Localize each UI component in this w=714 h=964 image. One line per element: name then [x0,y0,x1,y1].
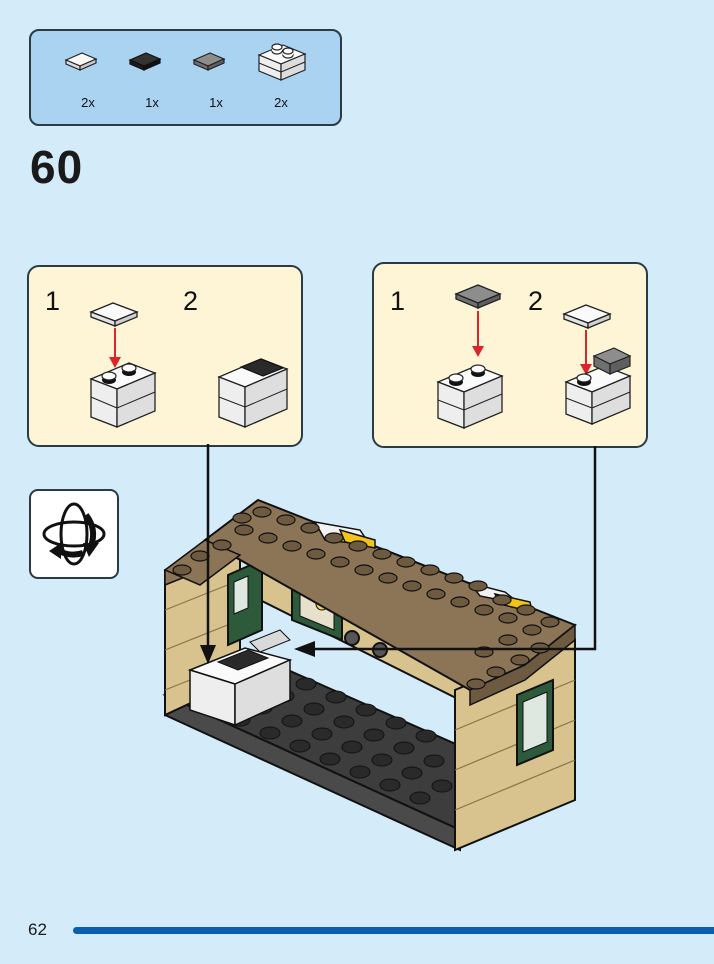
white-brick-assembly-icon [257,43,307,81]
rotate-model-box [29,489,119,579]
rotate-model-icon [42,502,106,566]
window-icon [227,558,263,647]
roof-studs [172,506,560,690]
part-item: 1x [191,41,241,111]
white-brick-with-gray-tile-icon [564,347,632,425]
sub-assembly-callout-left: 1 2 [27,265,303,447]
page-progress-bar [73,927,714,934]
sub-step-number: 1 [45,286,61,316]
black-1x2-tile-icon [128,52,162,71]
sub-assembly-callout-right: 1 2 [372,262,648,448]
white-tile-icon [89,302,139,327]
part-item: 2x [63,41,113,111]
gray-tile-icon [454,284,502,309]
part-quantity: 1x [209,95,223,110]
stove-counter-icon [187,629,293,727]
part-quantity: 1x [145,95,159,110]
part-quantity: 2x [81,95,95,110]
white-brick-icon [89,362,157,428]
sub-step-number: 1 [390,286,406,316]
sub-step-number: 2 [528,286,544,316]
gray-1x2-tile-icon [192,52,226,71]
step-number: 60 [30,141,84,193]
white-brick-with-tiles-icon [217,358,289,428]
part-item: 2x [253,41,309,111]
window-icon [516,678,554,767]
sub-step-number: 2 [183,286,199,316]
callout-right-illustration [436,284,632,429]
white-brick-icon [436,364,504,429]
part-quantity: 2x [274,95,288,110]
white-tile-icon [562,304,612,329]
connector-line-right [310,446,597,651]
page-number: 62 [28,920,47,939]
white-1x2-tile-icon [64,52,98,71]
part-item: 1x [127,41,177,111]
parts-list-box: 2x 1x 1x 2x [29,29,342,126]
callout-left-illustration [89,302,289,428]
